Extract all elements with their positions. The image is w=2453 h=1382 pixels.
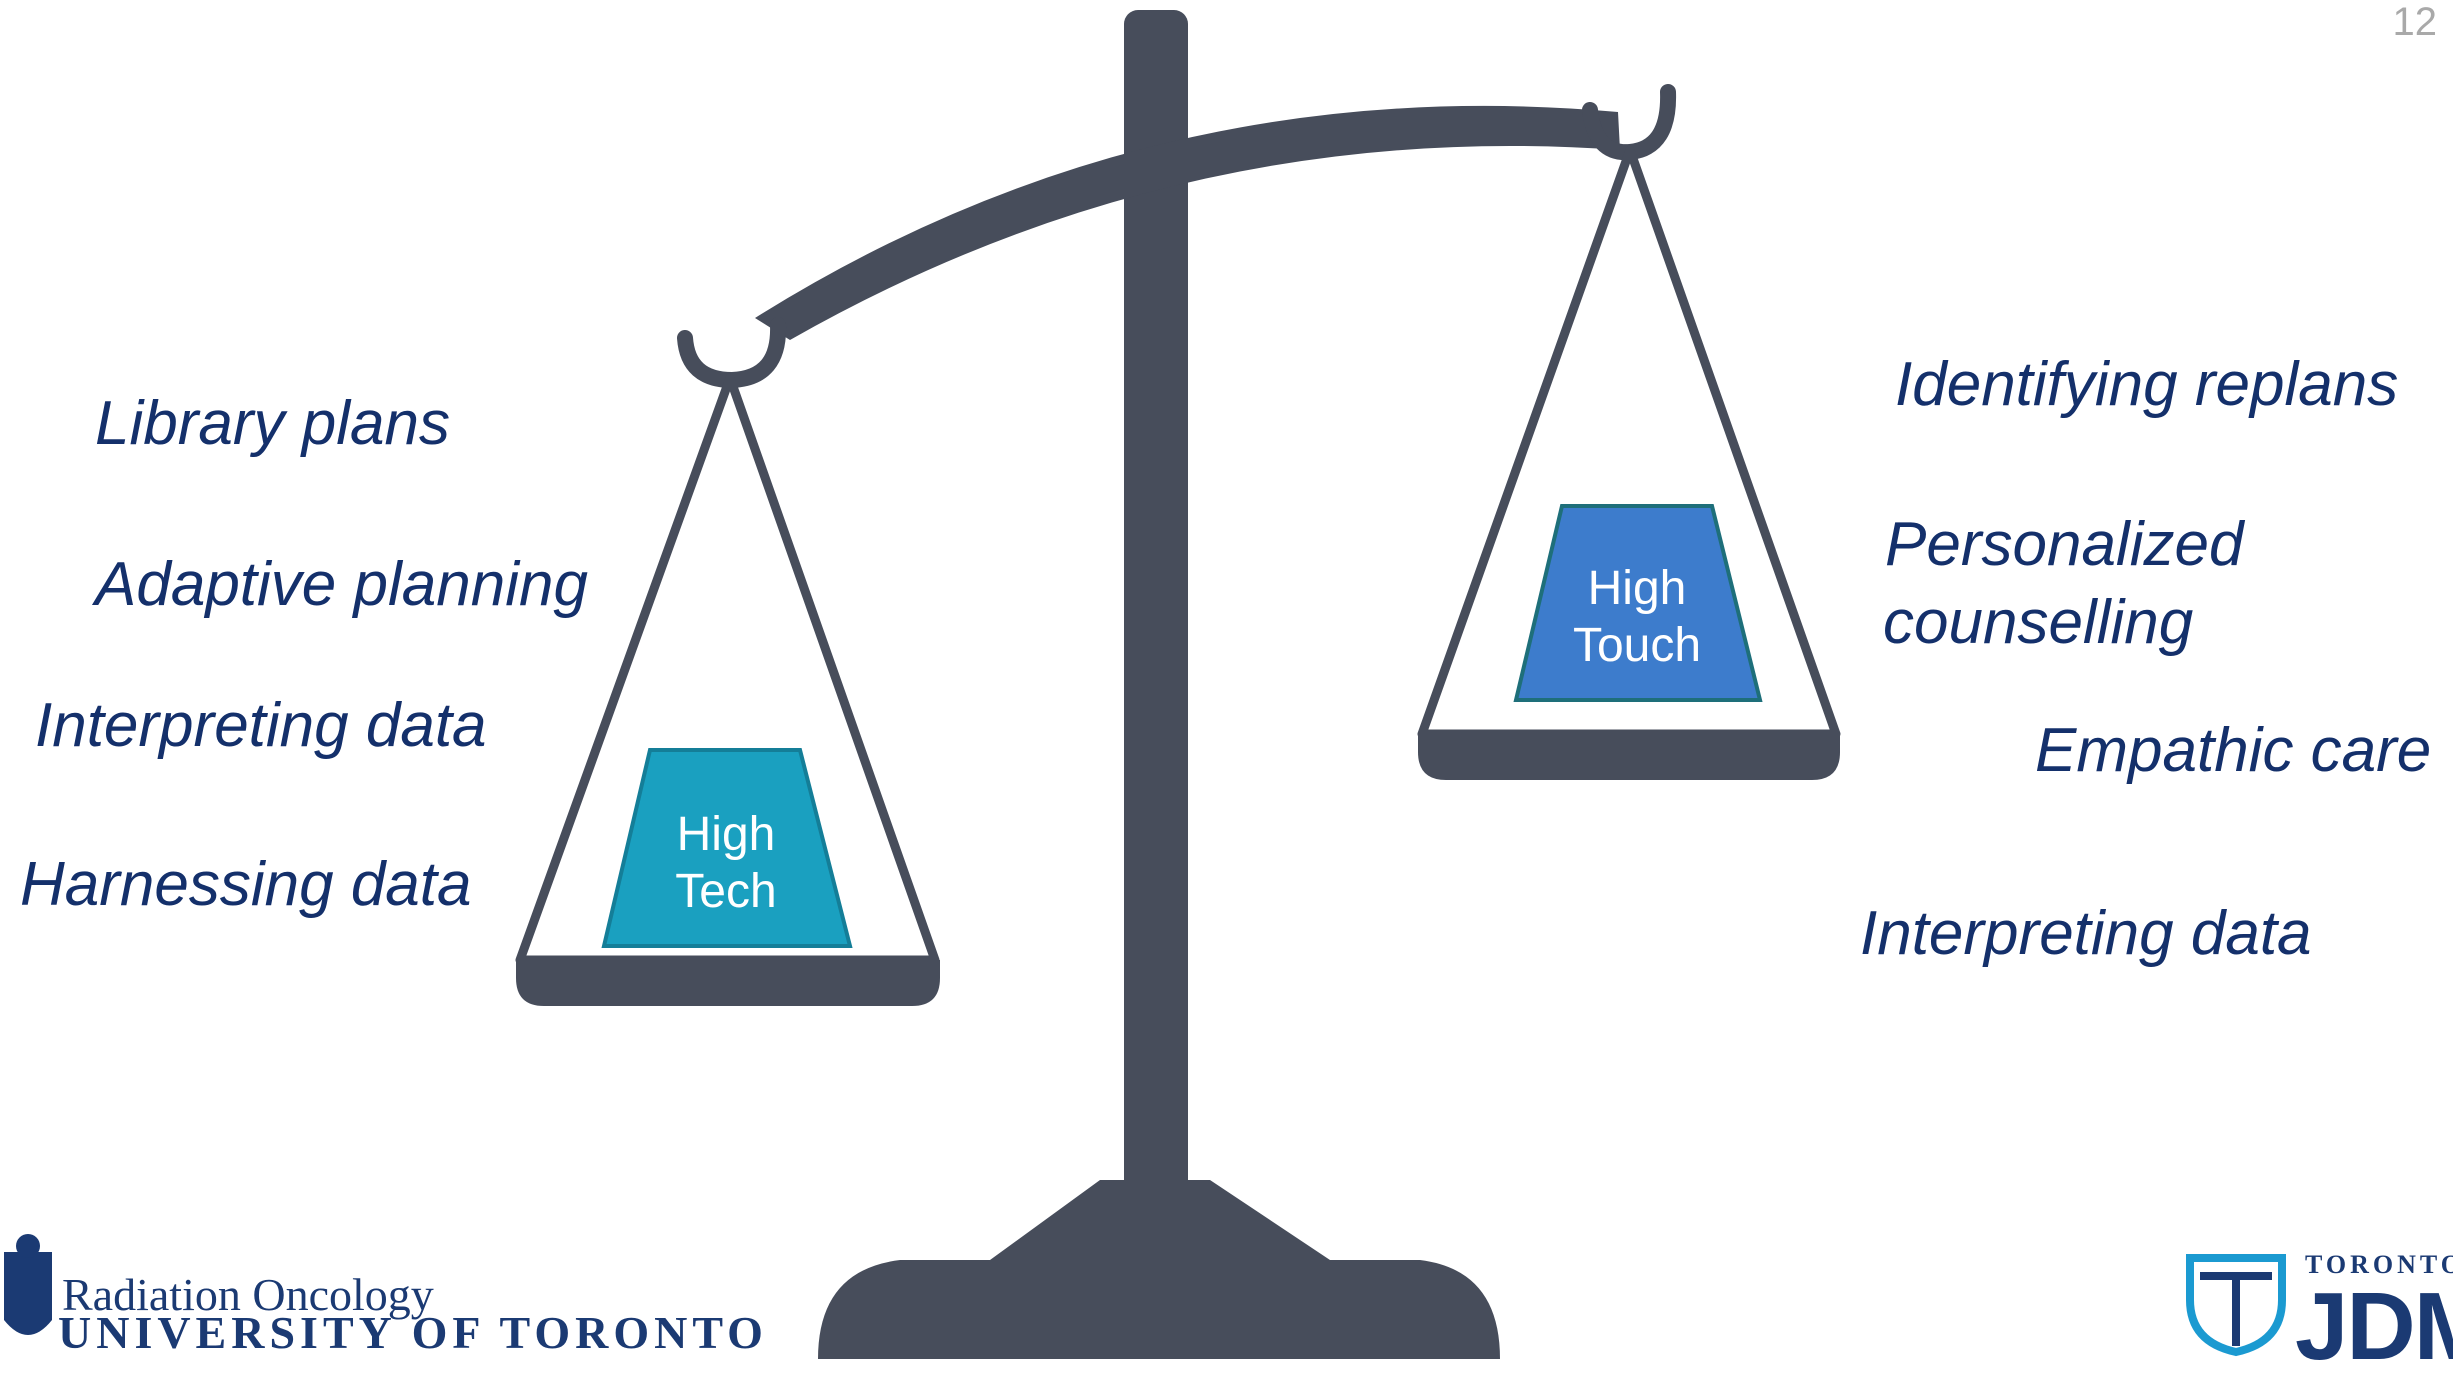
right-term-1: Identifying replans	[1895, 350, 2399, 419]
left-term-3: Interpreting data	[35, 691, 487, 760]
high-tech-label: High Tech	[606, 806, 846, 920]
scale-beam	[755, 105, 1620, 340]
right-term-3: counselling	[1883, 588, 2194, 657]
right-term-5: Interpreting data	[1860, 899, 2312, 968]
page-number: 12	[2392, 0, 2438, 44]
shield-icon	[2186, 1254, 2286, 1357]
high-touch-weight	[1513, 504, 1763, 702]
right-pan	[1418, 734, 1840, 780]
right-logo-top: TORONTO	[2305, 1250, 2453, 1279]
right-logo-main: JDMI	[2295, 1273, 2453, 1380]
left-term-4: Harnessing data	[20, 850, 472, 919]
scale-pole	[1124, 10, 1188, 1230]
left-logo-line1: Radiation Oncology	[62, 1269, 434, 1320]
high-touch-label-line2: Touch	[1572, 619, 1702, 672]
left-term-2: Adaptive planning	[95, 550, 588, 619]
left-hook	[677, 317, 787, 389]
right-term-2: Personalized	[1885, 510, 2244, 579]
left-logo-line2: UNIVERSITY OF TORONTO	[58, 1307, 768, 1358]
crest-icon	[4, 1234, 52, 1335]
high-touch-label-line1: High	[1587, 562, 1687, 615]
high-tech-label-line1: High	[676, 808, 776, 861]
scale-base	[818, 1180, 1500, 1359]
left-pan	[516, 960, 940, 1006]
left-term-1: Library plans	[95, 389, 450, 458]
high-touch-label: High Touch	[1517, 560, 1757, 674]
high-tech-weight	[601, 748, 853, 948]
right-term-4: Empathic care	[2035, 716, 2432, 785]
high-tech-label-line2: Tech	[675, 865, 777, 918]
